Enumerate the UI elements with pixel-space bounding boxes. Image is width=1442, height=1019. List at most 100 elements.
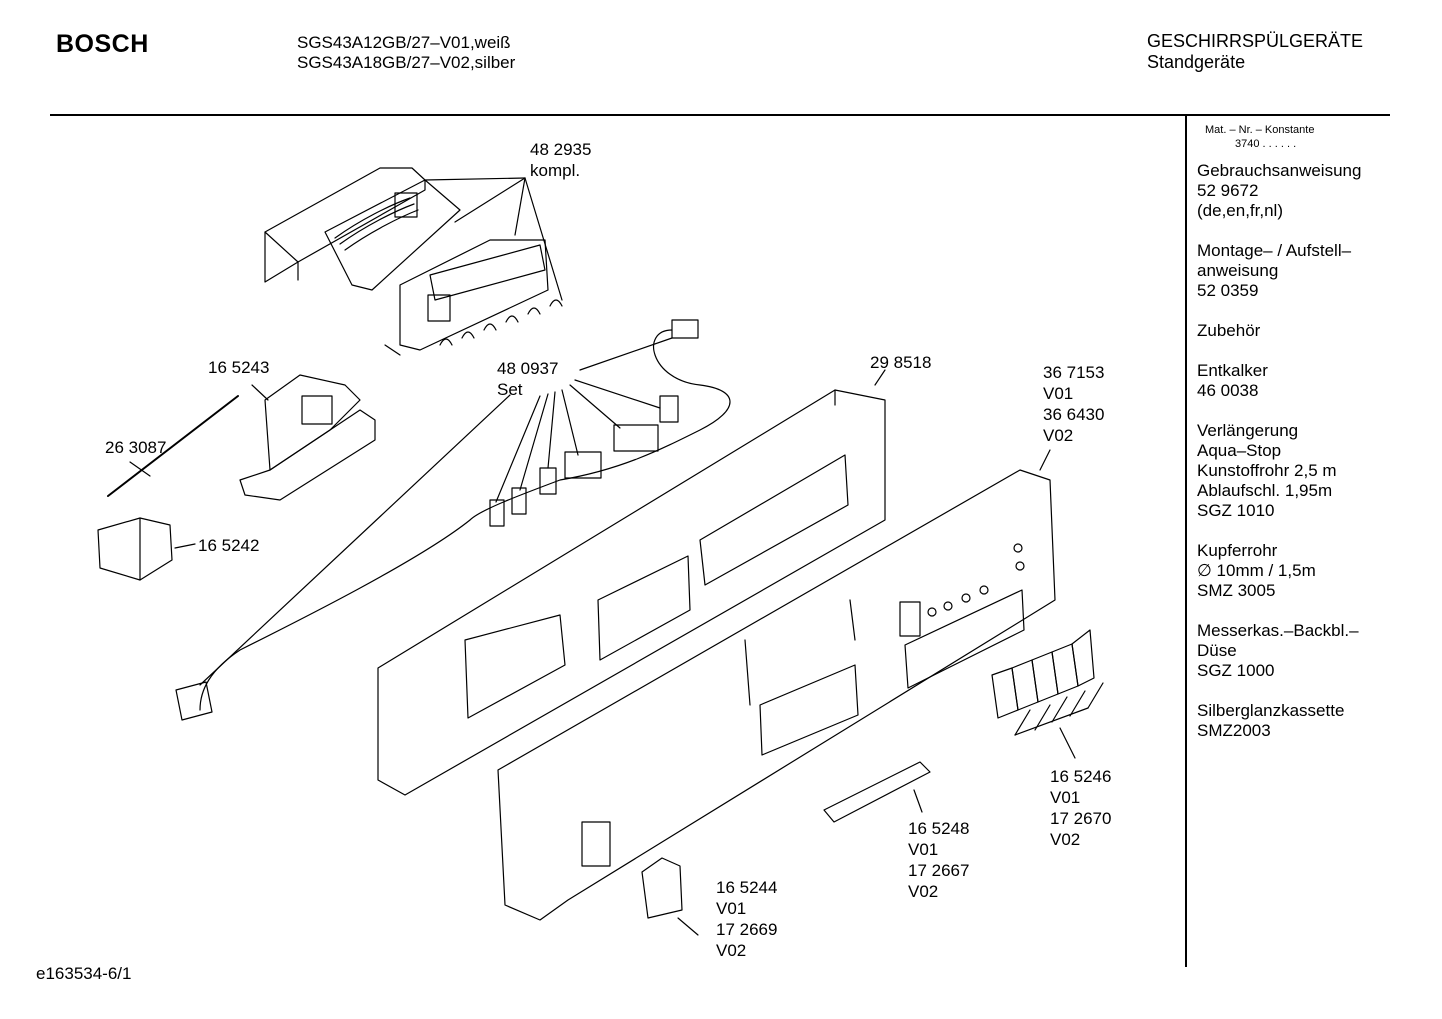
sidebar-text: SMZ2003: [1197, 721, 1271, 740]
panel-frame-window: [465, 615, 565, 718]
part-variant: V02: [1050, 830, 1081, 849]
sidebar-text: Entkalker: [1197, 361, 1268, 380]
sidebar-text: (de,en,fr,nl): [1197, 201, 1283, 220]
part-number: 48 2935: [530, 140, 592, 159]
harness-connector: [614, 425, 658, 451]
button-leaders: [1015, 683, 1103, 735]
panel-frame-window: [598, 556, 690, 660]
sidebar-text: Montage– / Aufstell–: [1197, 241, 1352, 260]
indicator-led: [962, 594, 970, 602]
sidebar-block-installation: Montage– / Aufstell– anweisung 52 0359: [1197, 241, 1387, 301]
indicator-led: [1016, 562, 1024, 570]
part-number: 17 2669: [716, 920, 778, 939]
accessory-list: Gebrauchsanweisung 52 9672 (de,en,fr,nl)…: [1197, 161, 1387, 761]
display-recess: [905, 590, 1024, 688]
lock-rod-part: [108, 396, 238, 496]
harness-connector: [512, 488, 526, 514]
part-number: 17 2667: [908, 861, 970, 880]
leader-367153: [1040, 450, 1050, 470]
part-variant: V01: [716, 899, 747, 918]
leader-482935: [425, 178, 562, 300]
sidebar-block-extension: Verlängerung Aqua–Stop Kunstoffrohr 2,5 …: [1197, 421, 1387, 521]
part-note: Set: [497, 380, 523, 399]
part-number: 16 5244: [716, 878, 778, 897]
push-buttons-part: [992, 630, 1103, 758]
leader-165243: [252, 385, 268, 400]
category-title: GESCHIRRSPÜLGERÄTE: [1147, 31, 1364, 51]
part-variant: V02: [1043, 426, 1074, 445]
outline-edge: [385, 345, 400, 355]
sidebar-text: Ablaufschl. 1,95m: [1197, 481, 1333, 500]
part-variant: V02: [716, 941, 747, 960]
door-lock-window: [302, 396, 332, 424]
leader-165246: [1060, 728, 1075, 758]
part-variant: V01: [908, 840, 939, 859]
part-label-367153: 36 7153 V01 36 6430 V02: [1043, 362, 1104, 446]
push-button: [1032, 652, 1058, 702]
pcb-display: [428, 295, 450, 321]
push-button: [1012, 660, 1038, 710]
part-number: 36 7153: [1043, 363, 1105, 382]
sidebar-text: Silberglanzkassette: [1197, 701, 1345, 720]
harness-plug-top: [672, 320, 698, 338]
sidebar-block-silver-cassette: Silberglanzkassette SMZ2003: [1197, 701, 1387, 741]
harness-connector: [490, 500, 504, 526]
sidebar-text: Messerkas.–Backbl.–: [1197, 621, 1359, 640]
part-label-263087: 26 3087: [105, 437, 166, 458]
ribbon-cable: [335, 198, 418, 250]
indicator-led: [944, 602, 952, 610]
part-number: 48 0937: [497, 359, 559, 378]
category-subtitle: Standgeräte: [1147, 52, 1246, 72]
part-label-165242: 16 5242: [198, 535, 259, 556]
sidebar-text: Zubehör: [1197, 321, 1261, 340]
part-label-165244: 16 5244 V01 17 2669 V02: [716, 877, 777, 961]
push-button: [1072, 630, 1094, 686]
sidebar-text: SGZ 1000: [1197, 661, 1275, 680]
control-panel-frame: [378, 370, 885, 795]
part-number: 16 5243: [208, 358, 270, 377]
material-number-constant: Mat. – Nr. – Konstante 3740 . . . . . .: [1205, 123, 1314, 151]
part-variant: V02: [908, 882, 939, 901]
harness-connector: [540, 468, 556, 494]
harness-connector: [565, 452, 601, 478]
button-cover: [642, 858, 682, 918]
brand-logo: BOSCH: [56, 30, 149, 58]
front-panel-outline: [498, 470, 1055, 920]
indicator-led: [928, 608, 936, 616]
harness-cable: [470, 330, 730, 520]
lock-rod: [108, 396, 238, 496]
sidebar-text: Kupferrohr: [1197, 541, 1278, 560]
door-lock-part: [240, 375, 375, 500]
pcb-ribbon-board: [325, 180, 460, 290]
model-line-2: SGS43A18GB/27–V02,silber: [297, 53, 516, 72]
part-number: 16 5246: [1050, 767, 1112, 786]
push-button: [1052, 644, 1078, 694]
door-lock-top: [265, 375, 360, 470]
trim-strip: [824, 762, 930, 822]
part-number: 26 3087: [105, 438, 167, 457]
part-label-165248: 16 5248 V01 17 2667 V02: [908, 818, 969, 902]
leader-165248: [914, 790, 922, 812]
door-opener-slot: [582, 822, 610, 866]
pcb-contacts: [440, 300, 562, 345]
door-handle-recess: [760, 665, 858, 755]
trim-strip-part: [824, 762, 930, 822]
door-lock-base: [240, 410, 375, 500]
part-number: 16 5242: [198, 536, 260, 555]
pcb-main-board: [400, 240, 548, 350]
leader-298518: [875, 370, 885, 385]
part-label-482935: 48 2935 kompl.: [530, 139, 591, 181]
button-cover-part: [642, 858, 698, 935]
panel-frame-window: [700, 455, 848, 585]
product-category: GESCHIRRSPÜLGERÄTE Standgeräte: [1147, 31, 1363, 73]
part-label-165243: 16 5243: [208, 357, 269, 378]
program-window: [900, 602, 920, 636]
sidebar-text: SMZ 3005: [1197, 581, 1276, 600]
harness-plug-end: [176, 682, 212, 720]
leader-480937: [200, 338, 672, 685]
panel-seam: [745, 640, 750, 705]
cable-harness-set: [176, 320, 730, 720]
part-number: 16 5248: [908, 819, 970, 838]
sidebar-text: 52 9672: [1197, 181, 1259, 200]
indicator-led: [1014, 544, 1022, 552]
